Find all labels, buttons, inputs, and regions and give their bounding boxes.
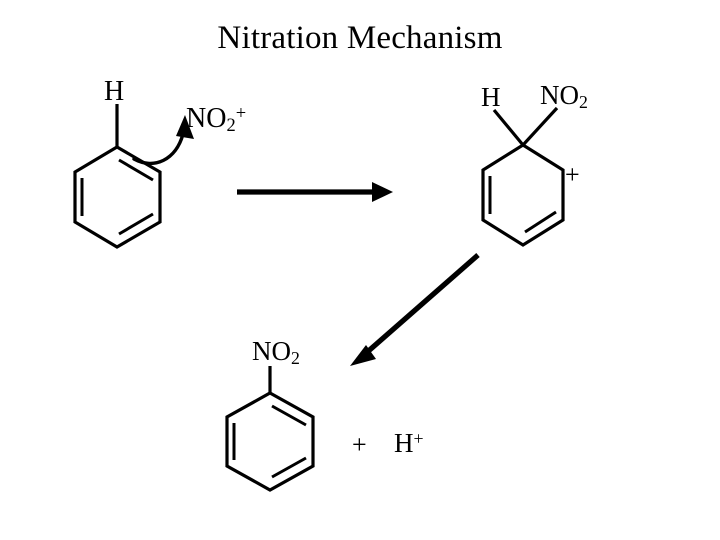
reactant-hydrogen-label: H <box>104 76 125 107</box>
proton-label: H+ <box>394 430 424 457</box>
product-nitro-label: NO2 <box>252 338 300 368</box>
reaction-arrow-step2 <box>350 253 480 366</box>
electron-pair-curved-arrow <box>132 115 194 165</box>
arenium-hydrogen-label: H <box>481 82 501 112</box>
nitronium-ion-label: NO2+ <box>186 104 246 134</box>
product-nitro-text: NO <box>252 336 291 366</box>
arenium-nitro-text: NO <box>540 80 579 110</box>
reaction-arrow-step1 <box>237 182 393 202</box>
proton-charge: + <box>413 428 424 449</box>
arenium-positive-charge-label: + <box>565 160 580 189</box>
arenium-ion-ring <box>481 106 565 247</box>
proton-text: H <box>394 428 414 458</box>
arenium-nitro-label: NO2 <box>540 82 588 112</box>
product-nitro-subscript: 2 <box>291 347 300 368</box>
nitronium-subscript: 2 <box>226 114 236 135</box>
nitronium-text: NO <box>186 102 227 134</box>
nitronium-charge: + <box>235 103 247 123</box>
arenium-nitro-subscript: 2 <box>579 91 588 112</box>
benzene-reactant-ring <box>73 104 162 249</box>
nitrobenzene-product-ring <box>225 366 315 492</box>
product-plus-sign: + <box>352 430 367 459</box>
page-title: Nitration Mechanism <box>217 20 503 56</box>
